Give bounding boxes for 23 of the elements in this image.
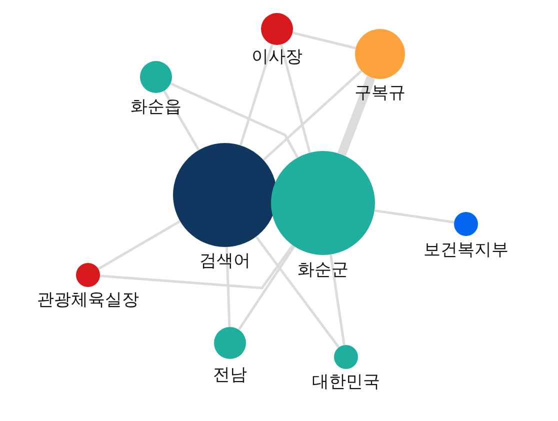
connection-line xyxy=(98,220,181,270)
node-label: 관광체육실장 xyxy=(37,290,139,310)
node-label: 구복규 xyxy=(354,83,406,103)
connection-line xyxy=(280,44,311,154)
connection-line xyxy=(238,246,296,330)
connection-line xyxy=(374,209,454,224)
connection-line xyxy=(239,44,274,146)
connection-line xyxy=(262,70,362,161)
connection-line xyxy=(163,90,200,151)
connection-line xyxy=(329,254,346,346)
node-label: 대한민국 xyxy=(312,372,380,392)
node-label: 검색어 xyxy=(200,251,250,271)
connection-line xyxy=(292,32,356,50)
node-label: 전남 xyxy=(213,365,247,385)
connection-line xyxy=(337,76,376,156)
connection-line xyxy=(226,246,231,328)
node-label: 보건복지부 xyxy=(424,240,508,260)
connection-line xyxy=(170,82,299,158)
connection-line xyxy=(255,236,340,348)
connection-line xyxy=(100,244,294,290)
node-label: 이사장 xyxy=(252,47,302,67)
node-label: 화순군 xyxy=(298,260,348,280)
node-label: 화순읍 xyxy=(130,97,182,117)
